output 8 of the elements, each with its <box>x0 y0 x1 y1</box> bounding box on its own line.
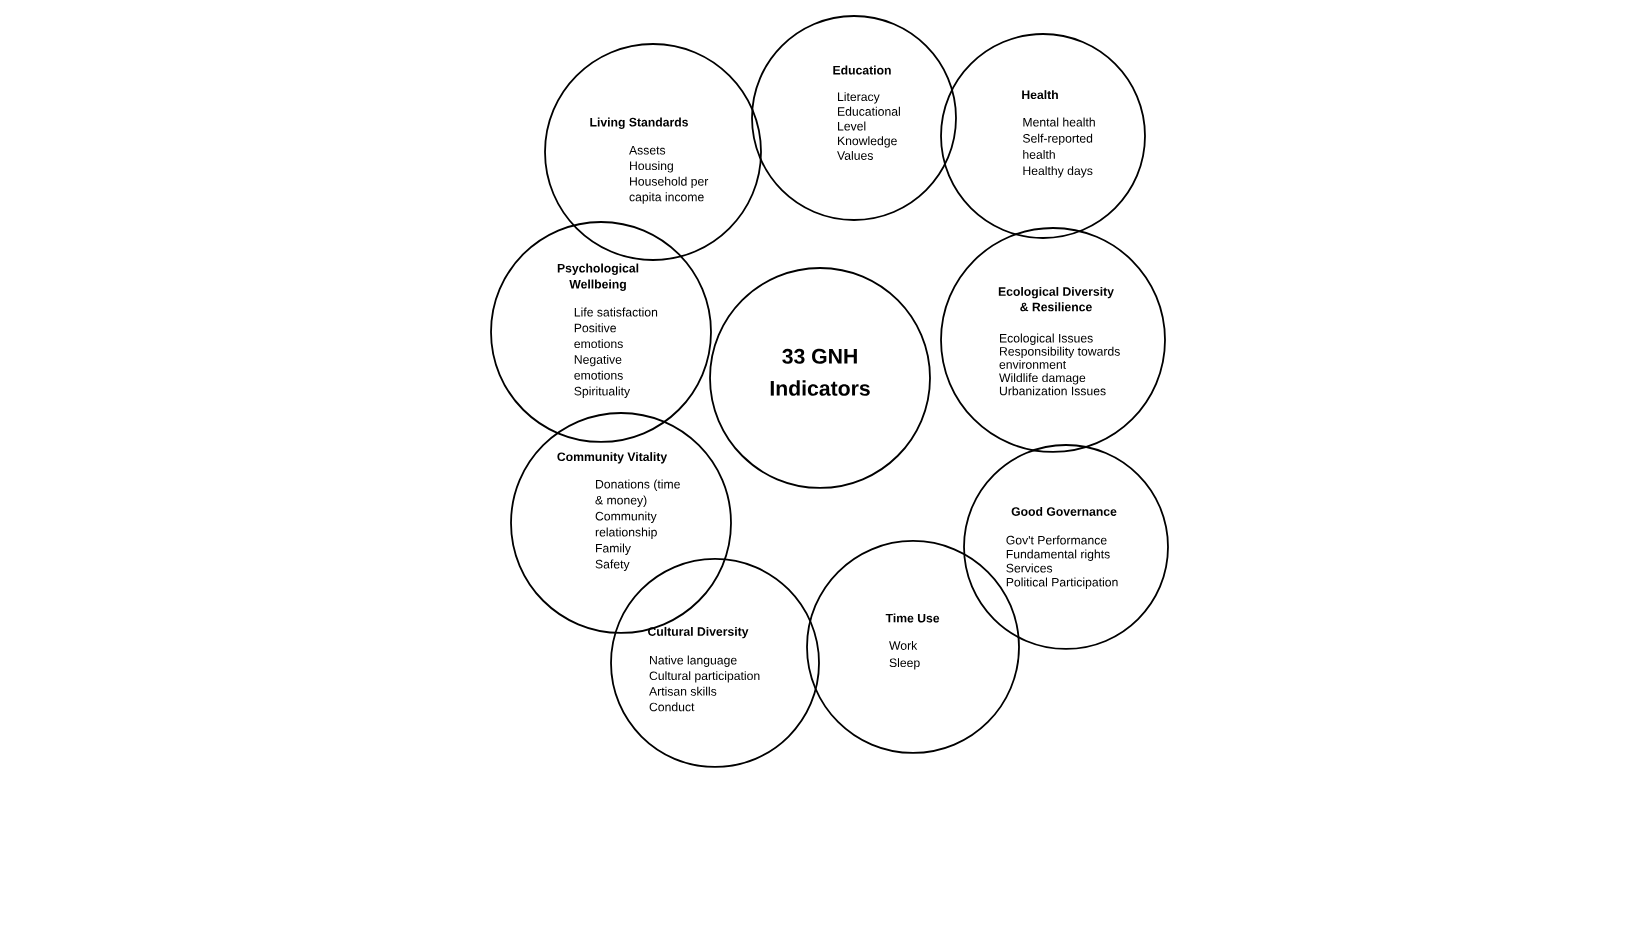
center-circle <box>709 267 931 489</box>
domain-circle <box>751 15 957 221</box>
center-title: 33 GNH Indicators <box>770 348 870 396</box>
domain-circle <box>940 227 1166 453</box>
domain-circle <box>940 33 1146 239</box>
domain-circle <box>544 43 762 261</box>
domain-circle <box>490 221 712 443</box>
domain-circle <box>963 444 1169 650</box>
